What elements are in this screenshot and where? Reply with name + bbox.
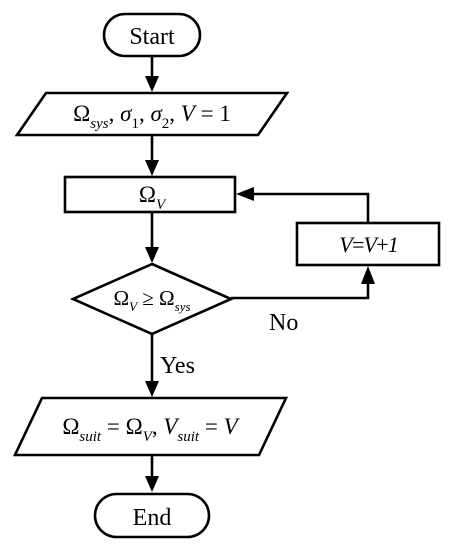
- edge-label-yes: Yes: [160, 353, 195, 379]
- edge-increment-to-compute: [252, 192, 370, 222]
- operator: ≥: [137, 286, 159, 310]
- omega-symbol: Ω: [159, 286, 175, 310]
- v-variable: V: [181, 101, 198, 126]
- decision-condition: ΩV ≥ Ωsys: [113, 286, 190, 314]
- equals: =: [199, 414, 223, 439]
- edge-label-no: No: [269, 310, 298, 336]
- decision-diamond: ΩV ≥ Ωsys: [69, 262, 235, 336]
- result-expression: Ωsuit = ΩV, Vsuit = V: [62, 414, 240, 445]
- sigma-subscript: 2: [162, 116, 170, 132]
- arrowhead: [145, 476, 159, 492]
- increment-process-box: V=V+1: [295, 221, 441, 267]
- connectors: [145, 57, 375, 492]
- edge-decision-no: [231, 282, 370, 300]
- arrowhead: [145, 76, 159, 92]
- init-expression: Ωsys, σ1, σ2, V = 1: [73, 101, 231, 132]
- compute-expression: ΩV: [139, 182, 167, 213]
- separator: ,: [152, 414, 164, 439]
- end-terminal: End: [93, 492, 211, 539]
- init-io-box: Ωsys, σ1, σ2, V = 1: [14, 91, 290, 137]
- v-variable: V: [163, 414, 180, 439]
- arrowhead: [361, 266, 375, 284]
- v-subscript: suit: [177, 429, 200, 445]
- omega-subscript: sys: [175, 299, 191, 314]
- omega-subscript: V: [129, 299, 139, 314]
- start-terminal: Start: [102, 12, 202, 58]
- compute-process-box: ΩV: [63, 175, 237, 214]
- separator: ,: [169, 101, 181, 126]
- assignment: = 1: [195, 101, 231, 126]
- separator: ,: [139, 101, 151, 126]
- arrowhead: [145, 381, 159, 397]
- equals: =: [101, 414, 125, 439]
- end-label: End: [133, 505, 172, 531]
- omega-subscript: V: [156, 197, 167, 213]
- omega-symbol: Ω: [62, 414, 79, 439]
- arrowhead: [236, 187, 254, 201]
- start-label: Start: [129, 24, 175, 50]
- arrowhead: [145, 247, 159, 263]
- separator: ,: [109, 101, 121, 126]
- omega-subscript: suit: [79, 429, 102, 445]
- result-io-box: Ωsuit = ΩV, Vsuit = V: [12, 396, 289, 457]
- sigma-symbol: σ: [120, 101, 133, 126]
- increment-expression: V=V+1: [339, 232, 397, 257]
- omega-subscript: V: [143, 429, 154, 445]
- sigma-symbol: σ: [150, 101, 163, 126]
- omega-symbol: Ω: [126, 414, 143, 439]
- v-variable: V: [224, 414, 241, 439]
- arrowhead: [145, 160, 159, 176]
- omega-symbol: Ω: [139, 182, 156, 207]
- omega-symbol: Ω: [73, 101, 90, 126]
- omega-subscript: sys: [90, 116, 108, 132]
- omega-symbol: Ω: [113, 286, 129, 310]
- sigma-subscript: 1: [131, 116, 139, 132]
